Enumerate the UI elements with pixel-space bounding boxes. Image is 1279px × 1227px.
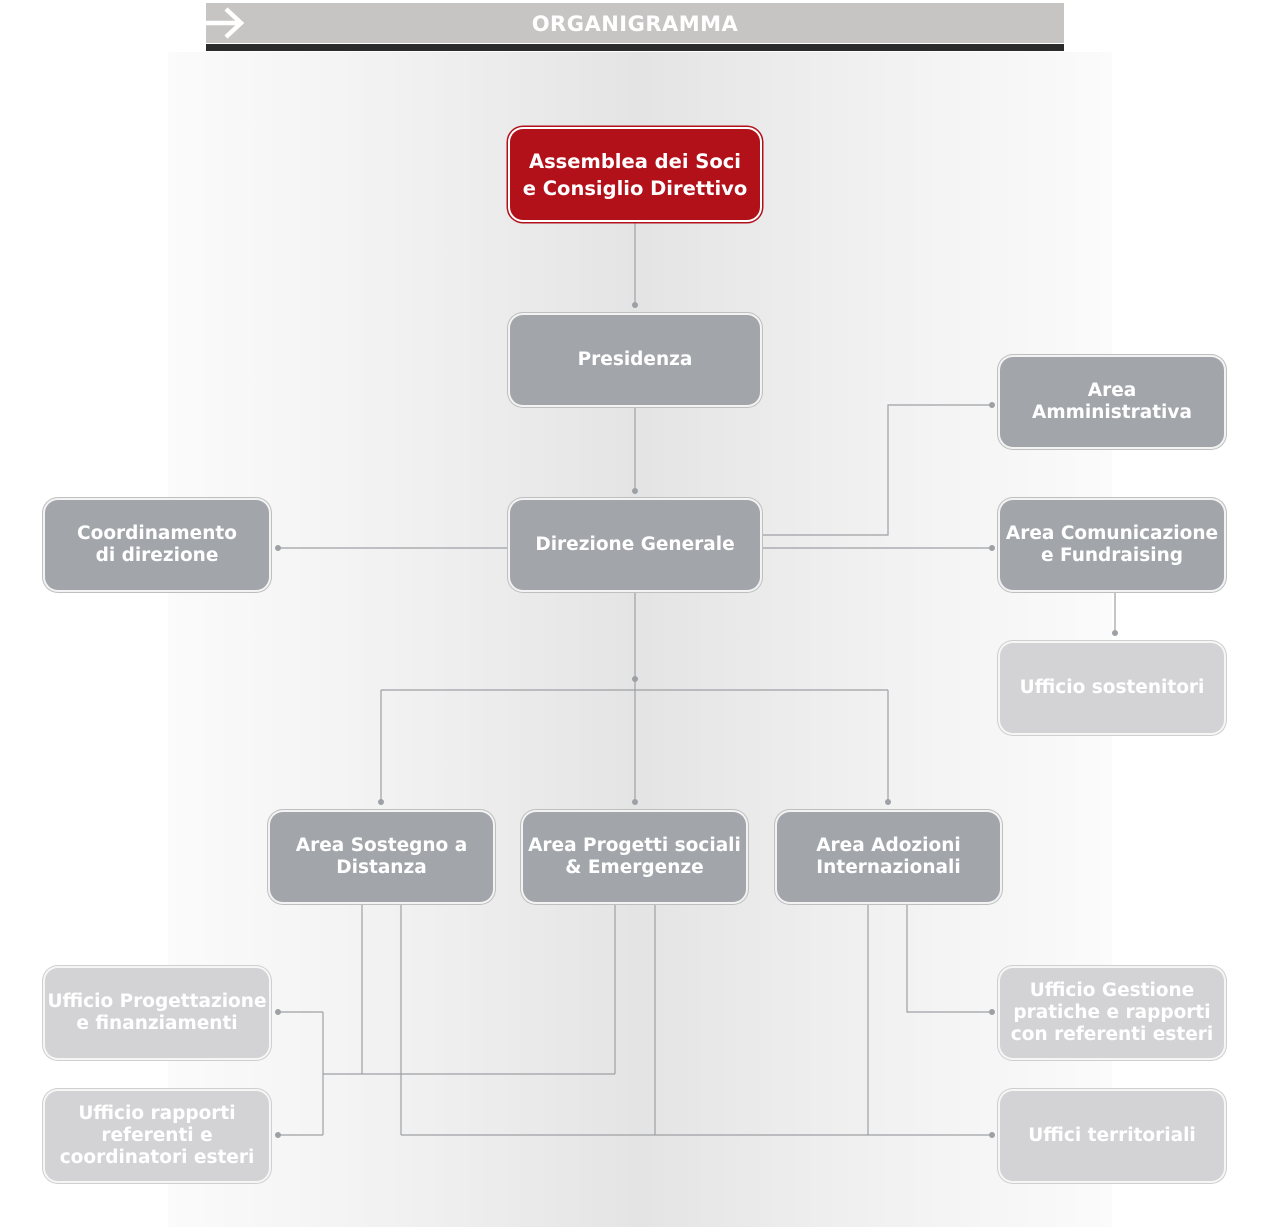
node-ufficio-progettazione: Ufficio Progettazione e finanziamenti xyxy=(45,968,269,1058)
node-direzione-generale: Direzione Generale xyxy=(510,500,760,590)
node-area-amministrativa: Area Amministrativa xyxy=(1000,357,1224,447)
node-label: Ufficio rapporti referenti e coordinator… xyxy=(59,1103,255,1168)
node-label: Area Sostegno a Distanza xyxy=(295,835,468,878)
node-label: Ufficio Progettazione e finanziamenti xyxy=(47,991,267,1034)
node-label: Area Amministrativa xyxy=(1032,380,1192,423)
node-label: Coordinamento di direzione xyxy=(77,523,237,566)
node-assemblea-consiglio: Assemblea dei Soci e Consiglio Direttivo xyxy=(510,129,760,220)
node-label: Area Progetti sociali & Emergenze xyxy=(528,835,741,878)
node-label: Uffici territoriali xyxy=(1028,1125,1196,1146)
node-ufficio-sostenitori: Ufficio sostenitori xyxy=(1000,643,1224,733)
node-ufficio-rapporti-esteri: Ufficio rapporti referenti e coordinator… xyxy=(45,1091,269,1181)
node-label: Ufficio Gestione pratiche e rapporti con… xyxy=(1010,980,1214,1045)
arrow-right-icon xyxy=(206,7,245,39)
node-label: Area Adozioni Internazionali xyxy=(816,835,961,878)
page-title: ORGANIGRAMMA xyxy=(531,12,739,36)
diagram-background xyxy=(168,52,1112,1227)
node-label: Ufficio sostenitori xyxy=(1019,677,1205,698)
node-ufficio-gestione-pratiche: Ufficio Gestione pratiche e rapporti con… xyxy=(1000,968,1224,1058)
node-label: Area Comunicazione e Fundraising xyxy=(1005,523,1219,566)
node-presidenza: Presidenza xyxy=(510,315,760,405)
node-area-progetti-sociali: Area Progetti sociali & Emergenze xyxy=(523,812,746,902)
header-rule xyxy=(206,44,1064,51)
header-bar xyxy=(206,3,1064,43)
node-area-sostegno-distanza: Area Sostegno a Distanza xyxy=(270,812,493,902)
node-label: Presidenza xyxy=(577,349,693,370)
node-area-adozioni: Area Adozioni Internazionali xyxy=(777,812,1000,902)
node-label: Assemblea dei Soci e Consiglio Direttivo xyxy=(522,149,748,200)
node-label: Direzione Generale xyxy=(535,534,735,555)
node-area-comunicazione: Area Comunicazione e Fundraising xyxy=(1000,500,1224,590)
node-uffici-territoriali: Uffici territoriali xyxy=(1000,1091,1224,1181)
node-coordinamento-direzione: Coordinamento di direzione xyxy=(45,500,269,590)
